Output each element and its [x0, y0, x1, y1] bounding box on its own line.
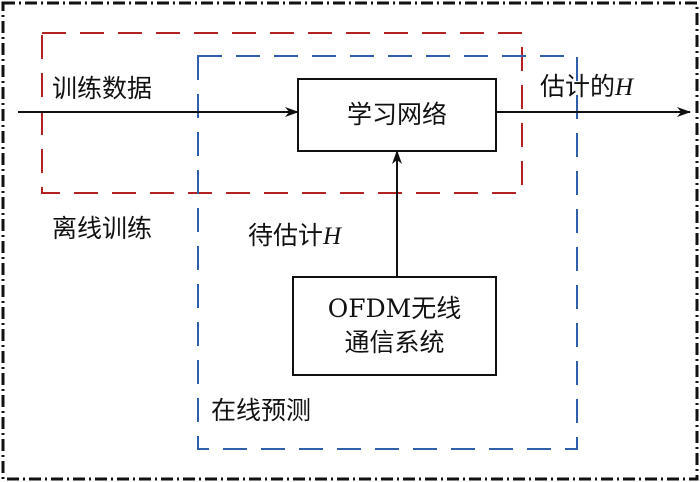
ofdm-system-line1: OFDM无线	[327, 294, 462, 323]
learning-network-box	[297, 78, 497, 152]
ofdm-system-box	[292, 276, 497, 376]
estimated-h-label: 估计的H	[540, 74, 633, 100]
ofdm-system-label: OFDM无线 通信系统	[293, 292, 496, 360]
training-data-label: 训练数据	[52, 74, 153, 103]
to-estimate-h-label: 待估计H	[248, 223, 341, 249]
estimated-h-var: H	[615, 74, 634, 101]
to-estimate-h-var: H	[323, 223, 342, 250]
online-prediction-label: 在线预测	[211, 396, 312, 425]
to-estimate-h-prefix: 待估计	[248, 221, 324, 250]
offline-training-label: 离线训练	[52, 214, 153, 243]
online-prediction-region	[197, 55, 578, 450]
learning-network-label: 学习网络	[346, 100, 447, 129]
estimated-h-prefix: 估计的	[540, 72, 616, 101]
ofdm-system-line2: 通信系统	[344, 328, 445, 357]
